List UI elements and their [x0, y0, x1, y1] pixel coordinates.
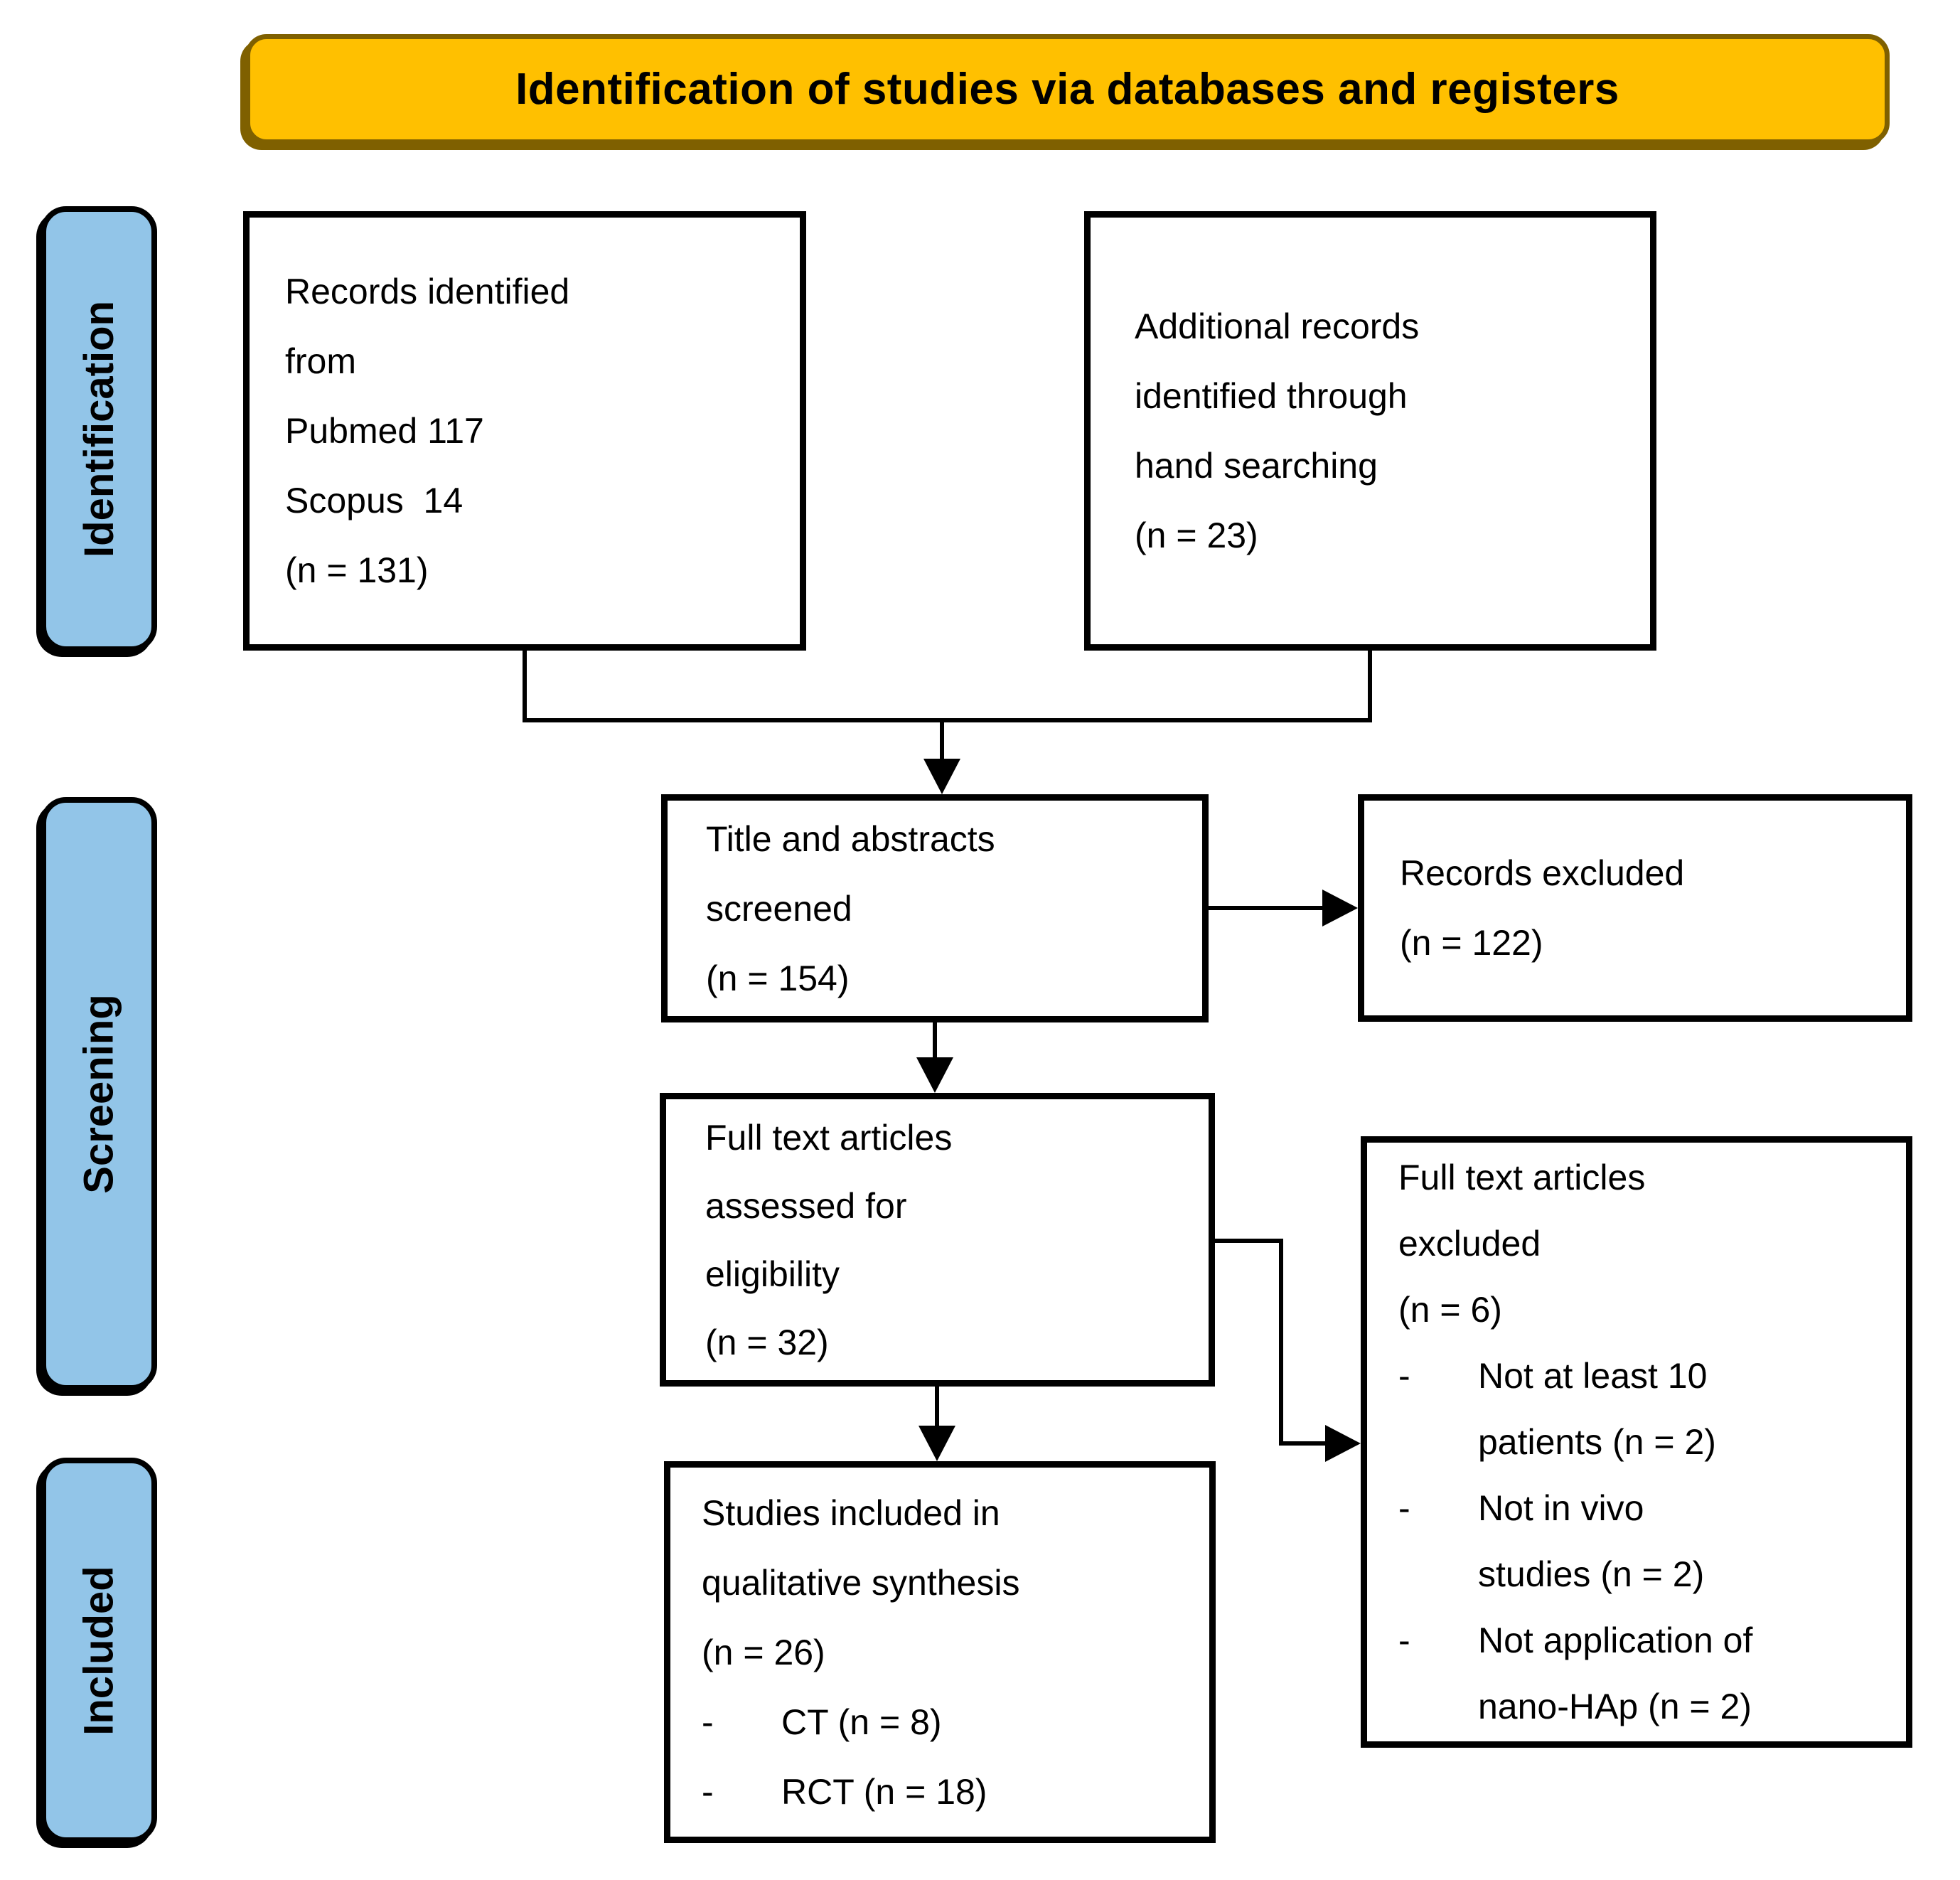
box-text-line: Studies included in — [702, 1492, 1000, 1533]
box-text-line: screened — [706, 888, 852, 929]
bullet-dash: - — [1398, 1355, 1410, 1396]
box-text-line: Not at least 10 — [1478, 1355, 1708, 1396]
box-records-excluded: Records excluded (n = 122) — [1358, 794, 1912, 1022]
connector-right-drop-line — [1368, 651, 1372, 722]
box-text-line: Additional records — [1135, 306, 1420, 346]
box-records-identified: Records identified from Pubmed 117 Scopu… — [243, 211, 806, 651]
stage-label-screening: Screening — [41, 797, 157, 1391]
exclusion-reason-text: Not application of nano-HAp (n = 2) — [1478, 1608, 1752, 1740]
connector-screened-to-assessed-line — [933, 1022, 937, 1062]
exclusion-reason-text: Not at least 10 patients (n = 2) — [1478, 1343, 1716, 1475]
arrowhead-into-studies-included — [919, 1426, 955, 1461]
box-text-line: identified through — [1135, 376, 1408, 416]
exclusion-reason-item: - Not in vivo studies (n = 2) — [1398, 1475, 1896, 1608]
box-text-line: Not in vivo — [1478, 1488, 1644, 1528]
box-full-text-assessed: Full text articles assessed for eligibil… — [660, 1093, 1215, 1387]
box-text-line: qualitative synthesis — [702, 1562, 1020, 1603]
box-text-line: Full text articles — [1398, 1157, 1646, 1197]
connector-screened-to-excluded-line — [1209, 906, 1326, 910]
exclusion-reason-text: Not in vivo studies (n = 2) — [1478, 1475, 1704, 1608]
box-text-line: nano-HAp (n = 2) — [1478, 1686, 1752, 1726]
box-text-line: (n = 122) — [1400, 923, 1543, 963]
included-study-type-item: - RCT (n = 18) — [702, 1757, 1196, 1827]
box-full-text-excluded: Full text articles excluded (n = 6) - No… — [1361, 1136, 1912, 1748]
box-text-line: Scopus 14 — [285, 481, 464, 520]
box-text-line: studies (n = 2) — [1478, 1554, 1705, 1594]
arrowhead-into-assessed-box — [916, 1057, 953, 1093]
included-study-type-text: RCT (n = 18) — [781, 1757, 987, 1827]
included-study-type-text: CT (n = 8) — [781, 1687, 942, 1757]
box-text-line: hand searching — [1135, 446, 1378, 486]
included-study-type-item: - CT (n = 8) — [702, 1687, 1196, 1757]
box-text-line: eligibility — [705, 1254, 840, 1294]
box-text-line: Not application of — [1478, 1620, 1753, 1660]
box-title-abstracts-screened: Title and abstracts screened (n = 154) — [661, 794, 1209, 1022]
box-text-line: Title and abstracts — [706, 818, 995, 859]
box-text-line: (n = 131) — [285, 550, 429, 590]
arrowhead-into-screened-box — [923, 759, 960, 794]
box-text-line: RCT (n = 18) — [781, 1771, 987, 1812]
box-text-line: excluded — [1398, 1223, 1541, 1264]
box-text-line: Records excluded — [1400, 853, 1685, 893]
stage-label-identification-text: Identification — [75, 301, 122, 557]
box-studies-included: Studies included in qualitative synthesi… — [664, 1461, 1216, 1843]
bullet-dash: - — [1398, 1488, 1410, 1528]
bullet-dash: - — [702, 1702, 714, 1742]
connector-assessed-elbow-out-line — [1215, 1239, 1283, 1243]
bullet-dash: - — [702, 1771, 714, 1812]
box-text-line: patients (n = 2) — [1478, 1421, 1716, 1462]
box-text-line: Records identified — [285, 272, 570, 311]
box-text-line: assessed for — [705, 1185, 907, 1226]
box-text-line: Pubmed 117 — [285, 411, 484, 451]
stage-label-included-text: Included — [75, 1565, 122, 1736]
box-text-line: (n = 154) — [706, 958, 850, 998]
connector-left-drop-line — [523, 651, 527, 722]
connector-assessed-elbow-in-line — [1279, 1441, 1329, 1446]
arrowhead-into-full-text-excluded — [1325, 1425, 1361, 1462]
exclusion-reason-item: - Not at least 10 patients (n = 2) — [1398, 1343, 1896, 1475]
box-text-line: (n = 26) — [702, 1632, 825, 1672]
stage-label-identification: Identification — [41, 206, 157, 652]
box-text-line: Full text articles — [705, 1117, 953, 1158]
banner-title: Identification of studies via databases … — [515, 65, 1619, 114]
stage-label-included: Included — [41, 1458, 157, 1843]
box-text-line: CT (n = 8) — [781, 1702, 942, 1742]
box-text-line: (n = 23) — [1135, 516, 1258, 555]
bullet-dash: - — [1398, 1620, 1410, 1660]
banner-identification-of-studies: Identification of studies via databases … — [245, 34, 1890, 144]
box-text-line: (n = 32) — [705, 1322, 829, 1362]
arrowhead-into-records-excluded — [1322, 890, 1358, 926]
stage-label-screening-text: Screening — [75, 994, 122, 1194]
connector-assessed-elbow-down-line — [1279, 1239, 1283, 1446]
connector-assessed-to-included-line — [935, 1387, 939, 1429]
box-additional-records: Additional records identified through ha… — [1084, 211, 1656, 651]
exclusion-reason-item: - Not application of nano-HAp (n = 2) — [1398, 1608, 1896, 1740]
connector-merge-horizontal-line — [523, 718, 1372, 722]
box-text-line: from — [285, 341, 356, 381]
connector-merge-down-line — [940, 718, 944, 762]
box-text-line: (n = 6) — [1398, 1289, 1502, 1330]
